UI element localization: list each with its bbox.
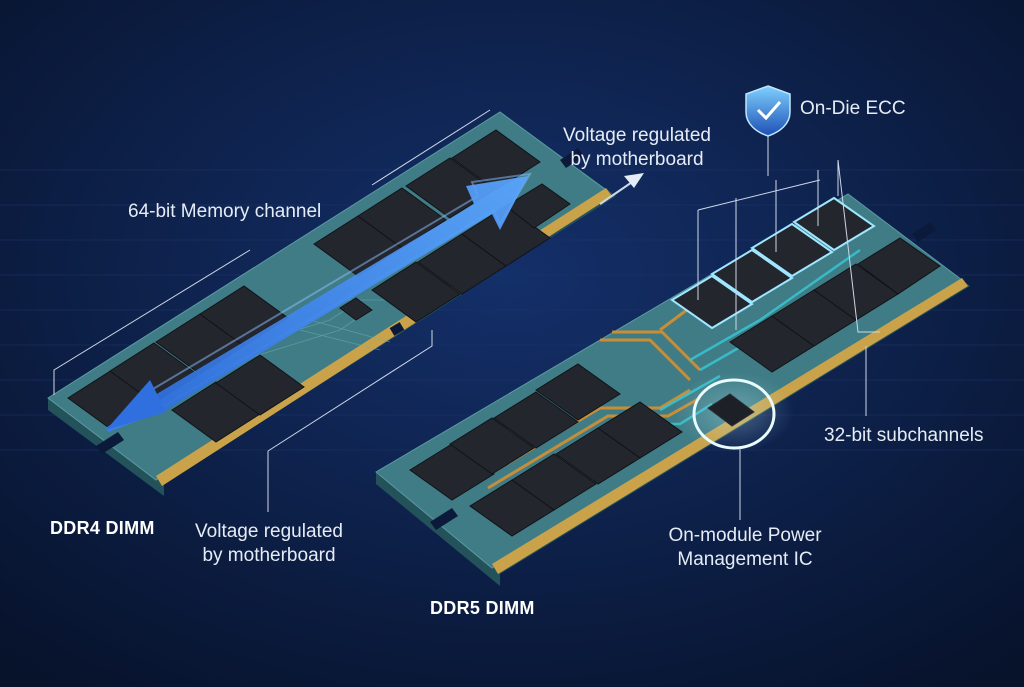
pmic-chip: [707, 393, 755, 427]
arrow-up-right-icon: [599, 173, 644, 205]
subchannels-label: 32-bit subchannels: [824, 425, 984, 446]
pmic-line1: On-module Power: [668, 525, 822, 546]
ddr4-voltage-top-line1: Voltage regulated: [563, 125, 711, 146]
ddr5-dimm: [375, 193, 970, 586]
ddr4-small-ic: [339, 297, 373, 321]
on-die-ecc-label: On-Die ECC: [800, 98, 906, 119]
ddr4-notch: [560, 148, 584, 168]
ddr4-dimm: [47, 111, 616, 496]
memory-channel-arrow: [106, 172, 532, 432]
memory-channel-label: 64-bit Memory channel: [128, 201, 322, 222]
pmic-line2: Management IC: [677, 549, 813, 570]
ddr4-notch: [96, 432, 124, 454]
ddr4-title: DDR4 DIMM: [50, 518, 155, 538]
ddr4-voltage-bottom-line2: by motherboard: [202, 545, 336, 566]
ddr5-leaders: [697, 132, 880, 520]
ecc-chips: [670, 196, 876, 330]
ddr5-notch: [430, 508, 458, 530]
ddr5-chips: [409, 237, 941, 537]
ddr4-leaders: [53, 109, 491, 512]
ddr4-voltage-bottom-line1: Voltage regulated: [195, 521, 343, 542]
ddr4-voltage-top-line2: by motherboard: [570, 149, 704, 170]
ddr4-key-notch: [389, 322, 405, 336]
ddr4-voltage-top-label: Voltage regulated by motherboard: [552, 124, 722, 172]
ddr5-notch: [912, 222, 936, 242]
ddr5-title: DDR5 DIMM: [430, 598, 535, 618]
shield-check-icon: [745, 85, 791, 137]
pmic-ring: [692, 378, 776, 450]
pmic-label: On-module Power Management IC: [660, 524, 830, 572]
ddr4-voltage-bottom-label: Voltage regulated by motherboard: [184, 520, 354, 568]
